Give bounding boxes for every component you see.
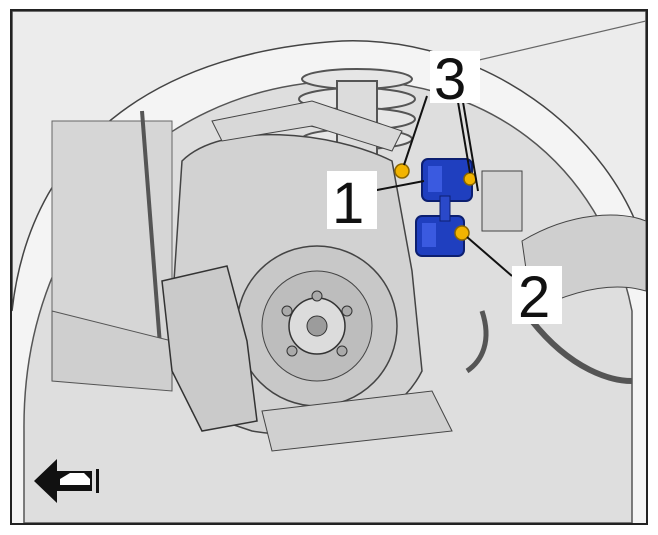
rear-suspension-illustration: 1 2 3 bbox=[12, 11, 646, 523]
brake-caliper bbox=[161, 265, 258, 432]
bolt-lower bbox=[454, 225, 470, 241]
lower-arm bbox=[261, 390, 453, 452]
stabilizer-link-upper bbox=[421, 158, 473, 202]
upper-arm bbox=[211, 100, 403, 152]
illustration-frame: 1 2 3 bbox=[10, 9, 648, 525]
stabilizer-link-lower bbox=[415, 215, 465, 257]
arrow-left-car-icon bbox=[34, 459, 99, 503]
callout-3: 3 bbox=[434, 47, 466, 112]
callout-leaders bbox=[371, 95, 513, 277]
callout-2: 2 bbox=[518, 265, 550, 330]
bolt-upper-left bbox=[394, 163, 410, 179]
callout-1: 1 bbox=[332, 171, 364, 236]
bolt-upper-right bbox=[463, 172, 477, 186]
